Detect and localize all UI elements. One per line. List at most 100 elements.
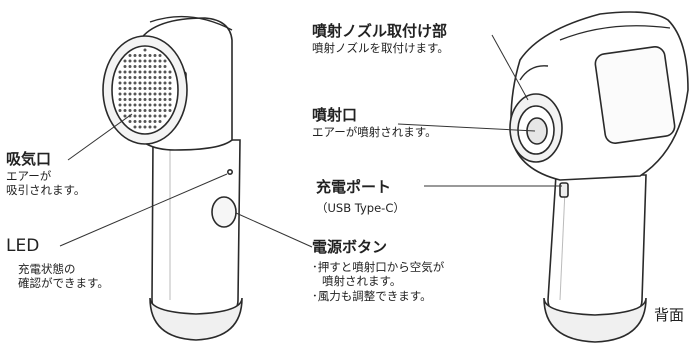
grille-hole xyxy=(168,76,172,79)
grille-hole xyxy=(168,109,172,112)
grille-hole xyxy=(118,76,122,79)
grille-hole xyxy=(133,92,137,96)
grille-hole xyxy=(138,103,142,107)
grille-hole xyxy=(143,98,147,101)
grille-hole xyxy=(118,103,122,107)
grille-hole xyxy=(133,125,137,129)
outlet-title: 噴射口 xyxy=(312,106,358,124)
outlet-label: 噴射口 エアーが噴射されます。 xyxy=(312,106,437,139)
power-button-desc-1: ･押すと噴射口から空気が xyxy=(312,259,445,274)
intake-desc-2: 吸引されます。 xyxy=(6,183,86,198)
grille-hole xyxy=(143,54,147,57)
front-base xyxy=(149,297,243,341)
grille-hole xyxy=(138,70,142,74)
led-desc-1: 充電状態の xyxy=(18,262,76,276)
grille-hole xyxy=(148,70,152,74)
grille-hole xyxy=(158,70,162,74)
grille-hole xyxy=(138,87,142,90)
led-dot xyxy=(227,169,234,176)
grille-hole xyxy=(158,81,162,85)
leader-nozzle-mount xyxy=(491,34,529,101)
grille-hole xyxy=(123,81,127,85)
charge-port-shape xyxy=(559,182,569,198)
grille-hole xyxy=(123,92,127,96)
led-title: LED xyxy=(6,236,40,256)
grille-hole xyxy=(133,59,137,63)
grille-hole xyxy=(128,70,132,74)
intake-label: 吸気口 エアーが 吸引されます。 xyxy=(6,150,85,198)
grille-hole xyxy=(143,59,147,63)
grille-hole xyxy=(123,76,127,79)
grille-hole xyxy=(168,103,172,107)
leader-lines xyxy=(59,34,562,248)
grille-hole xyxy=(148,87,152,90)
grille-hole xyxy=(148,114,152,118)
back-view-label: 背面 xyxy=(654,306,685,324)
grille-hole xyxy=(118,70,122,74)
grille-hole xyxy=(128,87,132,90)
grille-hole xyxy=(133,76,137,79)
grille-hole xyxy=(128,109,132,112)
intake-title: 吸気口 xyxy=(6,150,52,168)
grille-hole xyxy=(138,109,142,112)
grille-hole xyxy=(153,87,157,90)
grille-hole xyxy=(158,109,162,112)
charge-port-title: 充電ポート xyxy=(316,178,392,196)
charge-port-desc: （USB Type-C） xyxy=(316,200,405,215)
led-label: LED xyxy=(6,236,39,257)
grille-hole xyxy=(158,87,162,90)
grille-hole xyxy=(133,81,137,85)
grille-hole xyxy=(168,70,172,74)
grille-hole xyxy=(153,114,157,118)
grille-hole xyxy=(128,120,132,123)
grille-hole xyxy=(143,48,147,52)
grille-hole xyxy=(118,87,122,90)
grille-hole xyxy=(163,92,167,96)
grille-hole xyxy=(148,92,152,96)
grille-hole xyxy=(123,98,127,101)
back-base xyxy=(543,297,647,343)
grille-hole xyxy=(138,54,142,57)
grille-hole xyxy=(158,65,162,68)
grille-hole xyxy=(133,98,137,101)
grille-hole xyxy=(128,98,132,101)
grille-hole xyxy=(128,59,132,63)
grille-hole xyxy=(153,81,157,85)
grille-hole xyxy=(148,65,152,68)
nozzle-mount-title: 噴射ノズル取付け部 xyxy=(312,22,448,40)
outlet-desc: エアーが噴射されます。 xyxy=(312,124,437,139)
power-button-shape xyxy=(211,196,237,228)
grille-hole xyxy=(118,98,122,101)
intake-grille xyxy=(118,48,172,129)
grille-hole xyxy=(123,109,127,112)
front-device xyxy=(102,15,243,341)
grille-hole xyxy=(118,109,122,112)
grille-hole xyxy=(158,120,162,123)
grille-hole xyxy=(168,87,172,90)
grille-hole xyxy=(158,98,162,101)
grille-hole xyxy=(153,103,157,107)
intake-desc-1: エアーが xyxy=(6,168,52,183)
leader-led xyxy=(59,173,228,247)
grille-hole xyxy=(143,65,147,68)
grille-hole xyxy=(133,54,137,57)
grille-hole xyxy=(128,54,132,57)
grille-hole xyxy=(163,87,167,90)
grille-hole xyxy=(153,120,157,123)
grille-hole xyxy=(133,103,137,107)
grille-hole xyxy=(143,70,147,74)
grille-hole xyxy=(143,87,147,90)
grille-hole xyxy=(163,114,167,118)
led-desc-2: 確認ができます。 xyxy=(18,276,109,291)
grille-hole xyxy=(133,70,137,74)
grille-hole xyxy=(138,76,142,79)
grille-hole xyxy=(128,92,132,96)
grille-hole xyxy=(138,59,142,63)
grille-hole xyxy=(138,98,142,101)
grille-hole xyxy=(133,114,137,118)
grille-hole xyxy=(123,65,127,68)
grille-hole xyxy=(153,70,157,74)
grille-hole xyxy=(148,103,152,107)
grille-hole xyxy=(163,65,167,68)
